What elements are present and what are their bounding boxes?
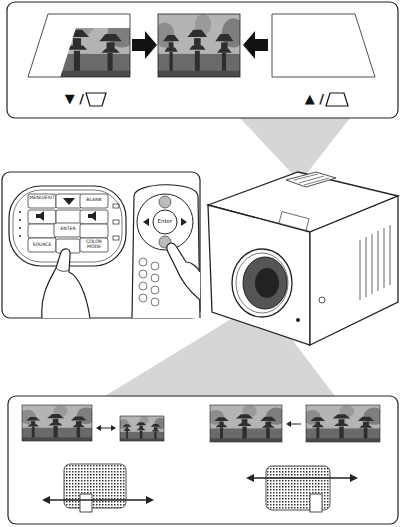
button-label: ENTER — [54, 227, 82, 232]
button-label: MENU/EXIT — [28, 196, 56, 201]
button-label: BLANK — [80, 198, 108, 203]
button-label: SOURCE — [28, 243, 56, 248]
remote-key-label: Enter — [153, 219, 177, 225]
keystone-key-label: ▲ / — [292, 92, 324, 105]
button-label: COLOR MODE — [80, 240, 108, 249]
keystone-key-label: ▼ / — [52, 92, 84, 105]
